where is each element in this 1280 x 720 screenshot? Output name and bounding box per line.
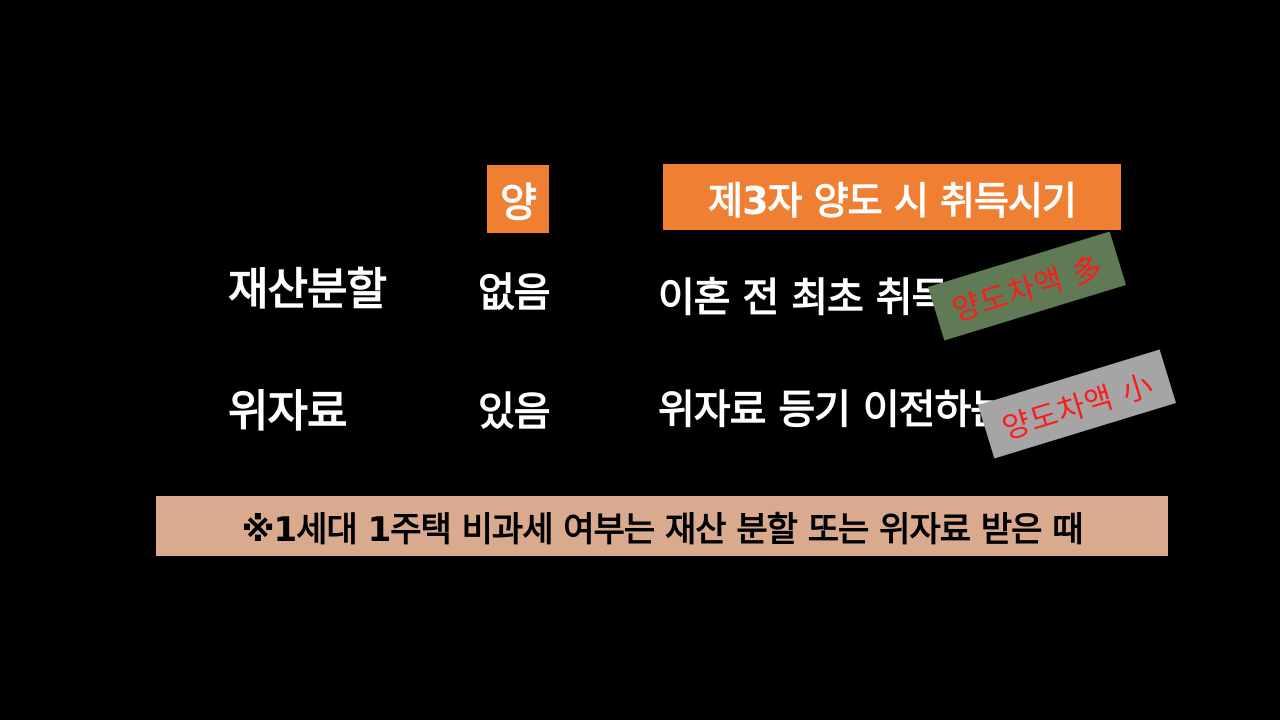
header-value-column: 양: [487, 165, 549, 233]
stamp-large-gain: 양도차액 多: [927, 231, 1127, 341]
header-value-label: 양: [500, 180, 537, 226]
footer-note-text: ※1세대 1주택 비과세 여부는 재산 분할 또는 위자료 받은 때: [241, 509, 1083, 550]
row-label-alimony: 위자료: [228, 386, 347, 437]
row-label-property-division: 재산분할: [228, 264, 387, 315]
footer-note-banner: ※1세대 1주택 비과세 여부는 재산 분할 또는 위자료 받은 때: [156, 496, 1168, 556]
header-desc-label: 제3자 양도 시 취득시기: [708, 178, 1077, 223]
row-value-alimony: 있음: [478, 389, 551, 435]
row-value-property-division: 없음: [478, 270, 551, 316]
stamp-small-gain: 양도차액 小: [977, 349, 1177, 459]
header-desc-column: 제3자 양도 시 취득시기: [663, 164, 1121, 230]
